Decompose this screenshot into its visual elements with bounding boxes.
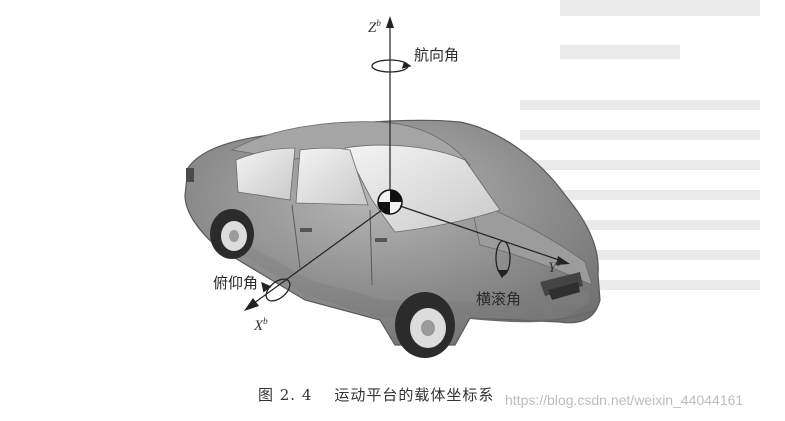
x-axis-label: Xb [254,316,268,335]
door-handle [375,238,387,242]
car-front-side-window [295,147,369,206]
front-wheel [395,292,455,358]
pitch-rotation-arrow-icon [261,278,291,302]
figure-number: 图 2. 4 [258,386,313,404]
frame-origin-marker [377,189,403,215]
watermark: https://blog.csdn.net/weixin_44044161 [505,392,744,408]
roll-angle-label: 横滚角 [476,290,522,308]
x-axis-sup: b [263,316,268,326]
car-door-line [291,204,373,286]
pitch-angle-label: 俯仰角 [213,274,259,292]
x-axis-name: X [254,318,264,334]
x-axis [244,209,383,311]
rear-lamp [186,168,194,182]
figure-title: 运动平台的载体坐标系 [334,386,495,404]
car-bumper [469,309,596,323]
y-axis-name: Y [548,260,557,276]
z-axis-sup: b [376,18,381,28]
car-grille [548,282,580,300]
figure-caption: 图 2. 4 运动平台的载体坐标系 [258,384,516,405]
yaw-rotation-arrow-icon [371,59,412,73]
z-axis-name: Z [368,20,377,36]
door-handle [300,228,312,232]
yaw-angle-label: 航向角 [414,46,460,64]
z-axis-label: Zb [368,18,381,37]
background-bleed [520,0,760,290]
y-axis-sup: b [556,258,561,268]
z-axis [386,16,394,190]
y-axis [399,205,570,265]
car-rear-window [235,147,296,201]
car-illustration [184,119,601,358]
y-axis-label: Yb [548,258,561,277]
car-side-panel [215,200,590,320]
rear-wheel [210,209,254,259]
roll-rotation-arrow-icon [495,240,511,279]
